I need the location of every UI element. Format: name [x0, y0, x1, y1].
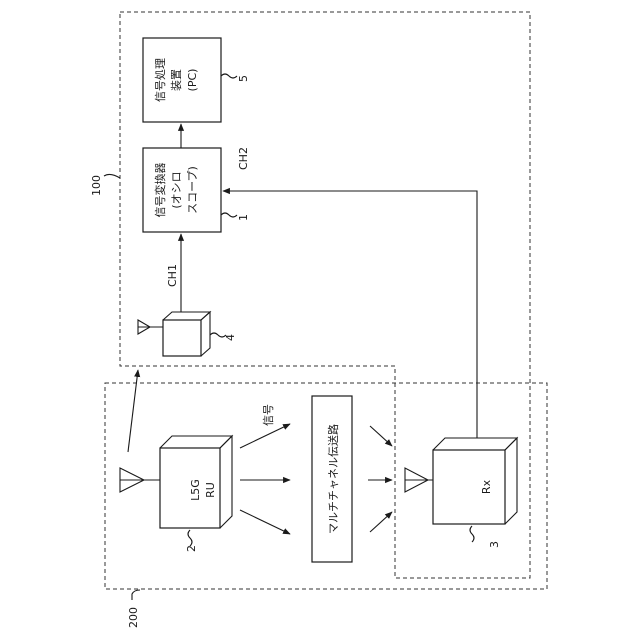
- signal-converter-line-2: (オシロ: [170, 171, 183, 208]
- rx-cube: Rx: [433, 438, 517, 524]
- multichannel-arrow-upper: [370, 426, 392, 446]
- ru-signal-arrow-lower: [240, 510, 290, 534]
- signal-processor-line-3: (PC): [186, 69, 199, 92]
- ru-label-line-2: RU: [204, 482, 217, 498]
- ref-5-label: 5: [237, 75, 250, 82]
- ru-antenna-icon: [120, 468, 160, 492]
- ref-2-leader: [188, 530, 192, 546]
- ru-signal-arrow-upper: [240, 424, 290, 448]
- ru-to-group-100-arrow: [128, 370, 138, 452]
- group-200-label: 200: [127, 607, 140, 628]
- group-200-leader: [132, 590, 140, 600]
- rx-antenna-icon: [405, 468, 433, 492]
- signal-processor-line-2: 装置: [170, 69, 183, 91]
- ref-3-leader: [470, 526, 474, 542]
- signal-converter-line-3: スコープ): [186, 166, 199, 214]
- signal-processor-box: 信号処理 装置 (PC): [143, 38, 221, 122]
- signal-processor-line-1: 信号処理: [154, 58, 167, 102]
- ref-1-label: 1: [237, 214, 250, 221]
- group-100-label: 100: [90, 175, 103, 196]
- group-100-leader: [104, 174, 120, 178]
- ref-3-label: 3: [488, 541, 501, 548]
- ref-1-leader: [221, 213, 237, 217]
- ru-label-line-1: L5G: [189, 479, 202, 501]
- multichannel-path-label: マルチチャネル伝送路: [326, 424, 340, 534]
- multichannel-path-box: マルチチャネル伝送路: [312, 396, 352, 562]
- signal-label: 信号: [262, 404, 275, 426]
- multichannel-arrow-lower: [370, 512, 392, 532]
- ch1-label: CH1: [166, 264, 179, 287]
- ref-5-leader: [221, 74, 237, 78]
- antenna-unit-antenna-icon: [138, 320, 163, 334]
- ch2-label: CH2: [237, 147, 250, 170]
- ref-4-label: 4: [224, 334, 237, 341]
- antenna-unit-cube: [163, 312, 210, 356]
- signal-converter-box: 信号変換器 (オシロ スコープ): [143, 148, 221, 232]
- signal-converter-line-1: 信号変換器: [153, 163, 167, 218]
- rx-label: Rx: [480, 479, 493, 494]
- ru-cube: L5G RU: [160, 436, 232, 528]
- ref-2-label: 2: [185, 545, 198, 552]
